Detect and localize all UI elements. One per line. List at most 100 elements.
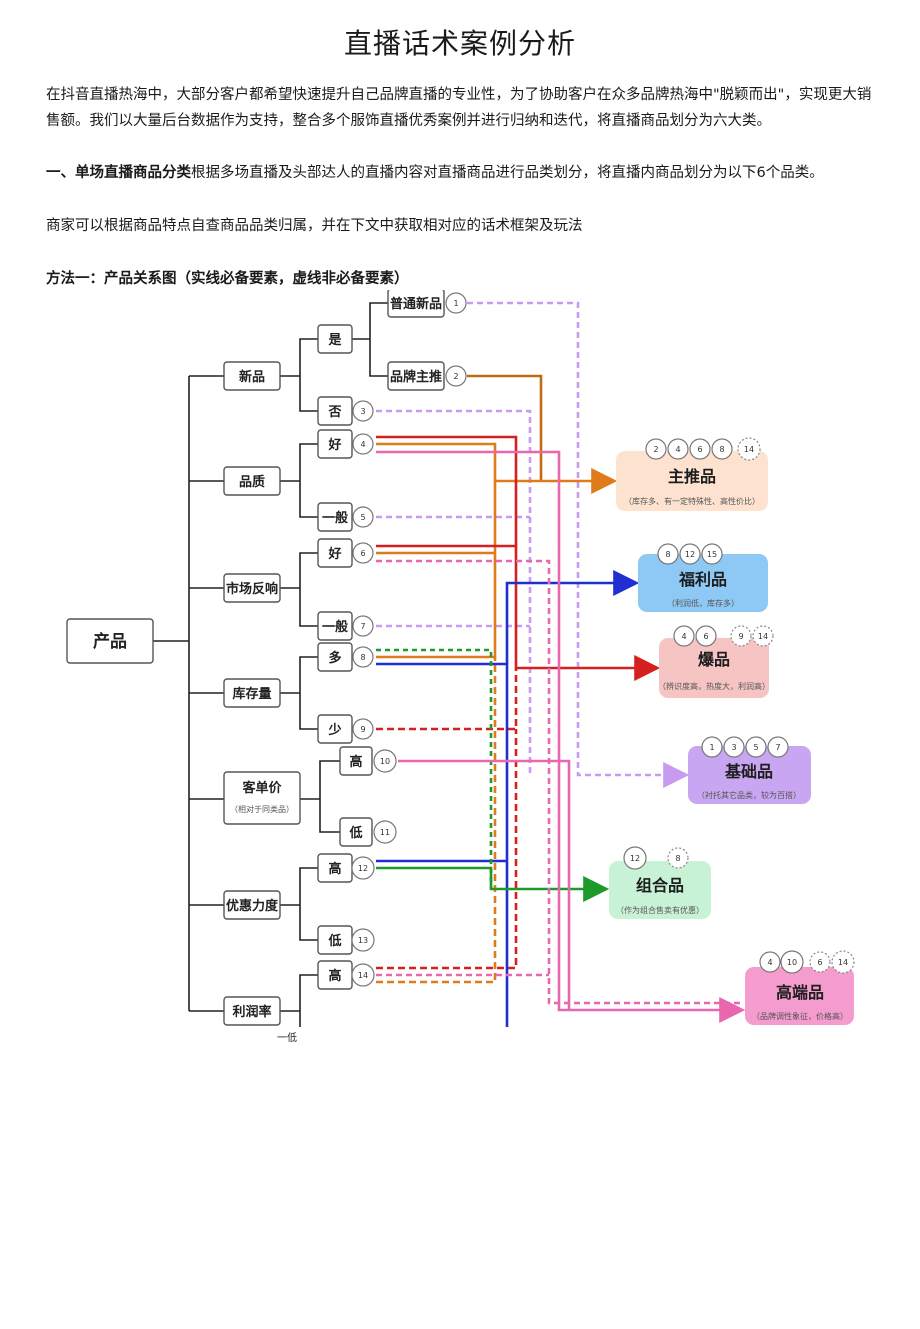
svg-text:9: 9 [738,632,743,641]
section-1-text: 根据多场直播及头部达人的直播内容对直播商品进行品类划分，将直播内商品划分为以下6… [191,165,824,181]
line-purple-3 [376,409,532,775]
node-unit-price: 客单价 （相对于同类品） [223,771,301,825]
svg-text:6: 6 [697,445,702,454]
svg-text:3: 3 [731,743,736,752]
category-hot: 爆品 （辨识度高，热度大，利润高） [658,638,770,698]
svg-text:高: 高 [328,861,341,877]
node-price-low: 低 [339,817,373,847]
line-orange-4 [376,442,618,494]
line-red-9 [376,668,518,731]
node-quality-normal: 一般 [317,502,353,532]
num-4: 4 [352,433,374,455]
tag-main-4: 4 [667,438,689,460]
svg-text:14: 14 [758,632,768,641]
svg-text:10: 10 [380,757,390,766]
svg-text:基础品: 基础品 [724,762,773,781]
node-new-product: 新品 [223,361,281,391]
tag-basic-7: 7 [767,736,789,758]
svg-text:6: 6 [703,632,708,641]
tag-basic-5: 5 [745,736,767,758]
svg-text:多: 多 [328,650,341,666]
svg-text:8: 8 [665,550,670,559]
svg-text:15: 15 [707,550,717,559]
svg-text:1: 1 [709,743,714,752]
svg-text:8: 8 [719,445,724,454]
svg-text:市场反响: 市场反响 [226,581,278,597]
svg-text:11: 11 [380,828,390,837]
svg-text:高: 高 [328,968,341,984]
num-7: 7 [352,615,374,637]
node-no: 否 [317,396,353,426]
svg-text:优惠力度: 优惠力度 [226,898,279,914]
svg-text:12: 12 [685,550,695,559]
tag-basic-1: 1 [701,736,723,758]
line-blue-8 [376,662,509,1027]
svg-text:低: 低 [327,933,341,949]
num-8: 8 [352,646,374,668]
section-1-heading: 一、单场直播商品分类 [46,165,191,181]
num-2: 2 [445,365,467,387]
svg-text:8: 8 [675,854,680,863]
svg-text:是: 是 [327,333,342,348]
num-10: 10 [373,749,397,773]
svg-text:6: 6 [817,958,822,967]
svg-text:（利润低，库存多）: （利润低，库存多） [667,598,739,608]
svg-text:9: 9 [360,725,365,734]
svg-text:8: 8 [360,653,365,662]
svg-text:4: 4 [681,632,686,641]
svg-text:利润率: 利润率 [232,1004,271,1020]
category-premium: 高端品 （品牌调性象征，价格高） [745,967,854,1025]
node-discount-low: 低 [317,925,353,955]
method-heading: 方法一：产品关系图（实线必备要素，虚线非必备要素） [46,271,409,287]
node-yes: 是 [317,324,353,354]
node-inventory-many: 多 [317,642,353,672]
connector-lines [376,301,746,1027]
svg-text:普通新品: 普通新品 [390,296,442,312]
svg-text:（品牌调性象征，价格高）: （品牌调性象征，价格高） [752,1011,848,1021]
svg-text:品质: 品质 [239,474,265,490]
svg-text:少: 少 [327,722,341,738]
tag-main-6: 6 [689,438,711,460]
svg-text:好: 好 [327,546,341,562]
svg-text:13: 13 [358,936,368,945]
svg-text:（相对于同类品）: （相对于同类品） [230,804,294,814]
svg-text:2: 2 [453,372,458,381]
svg-text:产品: 产品 [93,631,127,652]
num-9: 9 [352,718,374,740]
svg-text:3: 3 [360,407,365,416]
tag-basic-3: 3 [723,736,745,758]
tag-welfare-15: 15 [701,543,723,565]
tag-main-8: 8 [711,438,733,460]
tag-combo-8: 8 [667,847,689,869]
category-combo: 组合品 （作为组合售卖有优惠） [609,861,711,919]
svg-text:4: 4 [767,958,772,967]
category-main-push: 主推品 （库存多、有一定特殊性、高性价比） [616,451,768,511]
num-13: 13 [351,928,375,952]
svg-text:高端品: 高端品 [776,983,824,1002]
svg-text:（库存多、有一定特殊性、高性价比）: （库存多、有一定特殊性、高性价比） [624,496,760,506]
svg-text:14: 14 [838,958,848,967]
svg-text:一般: 一般 [322,510,348,526]
node-regular-new: 普通新品 [387,290,445,318]
svg-text:客单价: 客单价 [242,780,282,796]
line-red-4 [376,435,661,681]
node-profit-high: 高 [317,960,353,990]
tag-hot-6: 6 [695,625,717,647]
node-market-good: 好 [317,538,353,568]
svg-text:新品: 新品 [239,369,265,385]
intro-paragraph: 在抖音直播热海中，大部分客户都希望快速提升自己品牌直播的专业性，为了协助客户在众… [46,87,872,129]
tag-premium-10: 10 [780,950,804,974]
svg-text:12: 12 [630,854,640,863]
line-purple-1 [467,301,690,788]
svg-text:高: 高 [349,754,362,770]
tag-main-14: 14 [737,437,761,461]
svg-text:爆品: 爆品 [698,650,730,669]
category-welfare: 福利品 （利润低，库存多） [638,554,768,612]
svg-text:（辨识度高，热度大，利润高）: （辨识度高，热度大，利润高） [658,681,770,691]
svg-text:低: 低 [348,825,362,841]
svg-text:7: 7 [360,622,365,631]
svg-text:主推品: 主推品 [668,467,716,486]
line-pink-4 [376,450,746,1023]
line-green-12 [376,866,610,902]
tag-hot-14: 14 [752,625,774,647]
